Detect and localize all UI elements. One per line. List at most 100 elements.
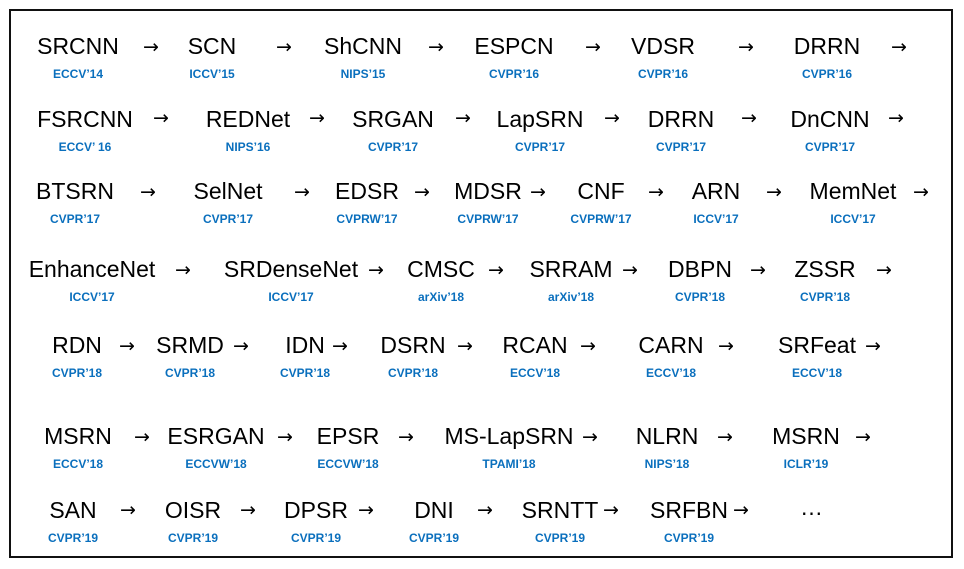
- continuation-ellipsis: …: [800, 494, 823, 520]
- model-name: MDSR: [454, 178, 522, 204]
- model-name: EnhanceNet: [28, 256, 156, 282]
- model-venue: ICLR’19: [783, 457, 829, 471]
- right-arrow-icon: →: [332, 335, 348, 357]
- right-arrow-icon: →: [477, 499, 493, 521]
- model-name: ZSSR: [794, 256, 856, 282]
- right-arrow-icon: →: [750, 259, 766, 281]
- model-name: SCN: [187, 33, 237, 59]
- right-arrow-icon: →: [876, 259, 892, 281]
- model-venue: CVPR’17: [804, 140, 856, 154]
- right-arrow-icon: →: [603, 499, 619, 521]
- model-venue: CVPR’19: [408, 531, 460, 545]
- model-venue: ICCV’17: [268, 290, 314, 304]
- model-name: SAN: [49, 497, 97, 523]
- model-venue: CVPR’18: [164, 366, 216, 380]
- right-arrow-icon: →: [622, 259, 638, 281]
- model-name: SRCNN: [37, 33, 119, 59]
- model-venue: CVPR’19: [290, 531, 342, 545]
- model-name: SRFeat: [778, 332, 856, 358]
- model-name: EDSR: [335, 178, 399, 204]
- model-venue: CVPRW’17: [457, 212, 519, 226]
- right-arrow-icon: →: [428, 36, 444, 58]
- model-venue: ICCV’17: [830, 212, 876, 226]
- right-arrow-icon: →: [891, 36, 907, 58]
- model-name: CMSC: [407, 256, 475, 282]
- right-arrow-icon: →: [582, 426, 598, 448]
- right-arrow-icon: →: [766, 181, 782, 203]
- model-name: REDNet: [205, 106, 291, 132]
- model-name: SRNTT: [521, 497, 599, 523]
- model-name: NLRN: [635, 423, 699, 449]
- model-name: ARN: [691, 178, 741, 204]
- model-venue: CVPR’19: [47, 531, 99, 545]
- model-venue: CVPR’18: [799, 290, 851, 304]
- model-name: SelNet: [193, 178, 263, 204]
- right-arrow-icon: →: [488, 259, 504, 281]
- right-arrow-icon: →: [457, 335, 473, 357]
- model-node: MDSR CVPRW’17: [454, 178, 522, 226]
- right-arrow-icon: →: [294, 181, 310, 203]
- right-arrow-icon: →: [153, 107, 169, 129]
- right-arrow-icon: →: [733, 499, 749, 521]
- model-name: DRRN: [647, 106, 715, 132]
- model-venue: ECCV’18: [791, 366, 843, 380]
- right-arrow-icon: →: [143, 36, 159, 58]
- model-venue: CVPR’17: [514, 140, 566, 154]
- model-venue: CVPRW’17: [336, 212, 398, 226]
- right-arrow-icon: →: [648, 181, 664, 203]
- model-venue: CVPR’18: [279, 366, 331, 380]
- model-venue: CVPR’17: [367, 140, 419, 154]
- model-name: ShCNN: [324, 33, 402, 59]
- model-venue: ECCVW’18: [185, 457, 247, 471]
- model-name: SRDenseNet: [223, 256, 359, 282]
- model-node: NLRN NIPS’18: [636, 423, 699, 471]
- model-name: DBPN: [668, 256, 732, 282]
- model-name: DNI: [414, 497, 454, 523]
- right-arrow-icon: →: [585, 36, 601, 58]
- model-name: LapSRN: [496, 106, 584, 132]
- model-name: SRFBN: [650, 497, 728, 523]
- model-name: VDSR: [631, 33, 695, 59]
- right-arrow-icon: →: [358, 499, 374, 521]
- model-name: DnCNN: [790, 106, 870, 132]
- model-venue: CVPR’17: [655, 140, 707, 154]
- right-arrow-icon: →: [414, 181, 430, 203]
- right-arrow-icon: →: [276, 36, 292, 58]
- right-arrow-icon: →: [455, 107, 471, 129]
- right-arrow-icon: →: [913, 181, 929, 203]
- model-node: LapSRN CVPR’17: [497, 106, 584, 154]
- model-venue: NIPS’16: [225, 140, 271, 154]
- right-arrow-icon: →: [718, 335, 734, 357]
- right-arrow-icon: →: [175, 259, 191, 281]
- right-arrow-icon: →: [134, 426, 150, 448]
- model-name: DPSR: [284, 497, 348, 523]
- model-node: DRRN CVPR’17: [648, 106, 714, 154]
- model-venue: ECCV’18: [509, 366, 561, 380]
- right-arrow-icon: →: [240, 499, 256, 521]
- model-venue: arXiv’18: [417, 290, 465, 304]
- model-name: SRGAN: [352, 106, 434, 132]
- model-venue: NIPS’18: [644, 457, 690, 471]
- right-arrow-icon: →: [140, 181, 156, 203]
- right-arrow-icon: →: [865, 335, 881, 357]
- right-arrow-icon: →: [738, 36, 754, 58]
- model-venue: ICCV’17: [693, 212, 739, 226]
- model-name: SRRAM: [529, 256, 613, 282]
- right-arrow-icon: →: [741, 107, 757, 129]
- right-arrow-icon: →: [309, 107, 325, 129]
- model-name: CNF: [577, 178, 625, 204]
